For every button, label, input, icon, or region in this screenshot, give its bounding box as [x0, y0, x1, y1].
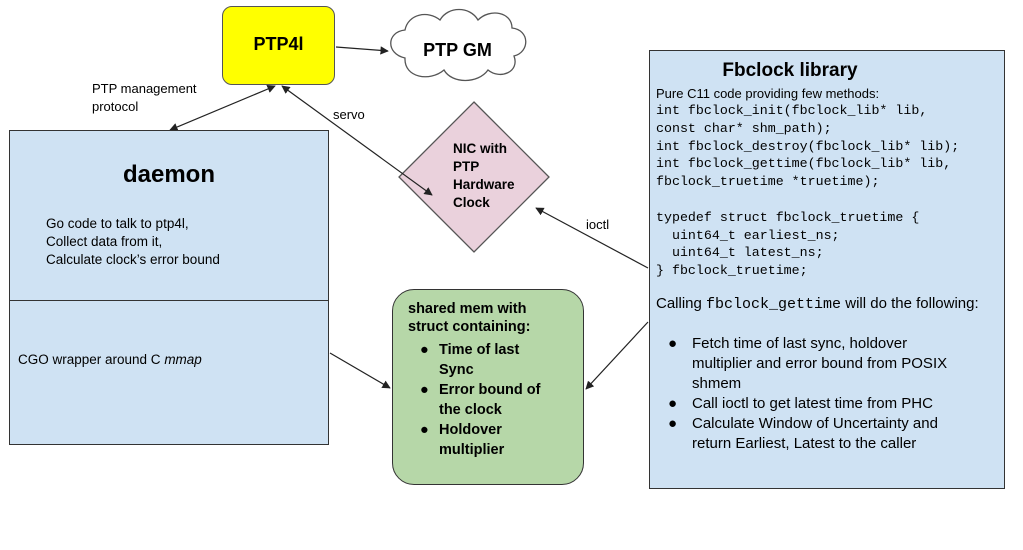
shared-mem-item-line: Error bound of — [439, 382, 541, 398]
ptp4l-label: PTP4l — [253, 34, 304, 54]
fbclock-box — [649, 50, 1005, 489]
shared-mem-item-line: the clock — [439, 402, 502, 418]
daemon-line: Go code to talk to ptp4l, — [46, 216, 189, 231]
ptp-management-label-line1: PTP management — [92, 81, 197, 96]
nic-line: Hardware — [453, 177, 515, 192]
bullet-icon: ● — [420, 422, 429, 438]
arrow-fbclock-ioctl-nic — [535, 207, 649, 269]
daemon-title: daemon — [122, 161, 215, 188]
daemon-description: Go code to talk to ptp4l, Collect data f… — [46, 215, 220, 269]
shared-mem-item-line: Holdover — [439, 422, 502, 438]
fbclock-step: ● Calculate Window of Uncertainty and re… — [656, 414, 1001, 454]
fbclock-subtitle: Pure C11 code providing few methods: — [656, 86, 880, 101]
shared-mem-item: ● Time of last Sync — [408, 340, 541, 380]
fbclock-step: ● Fetch time of last sync, holdover mult… — [656, 334, 1001, 394]
fbclock-calling: Calling fbclock_gettime will do the foll… — [656, 294, 996, 315]
daemon-box — [9, 130, 329, 301]
arrow-daemon-to-shm — [329, 352, 391, 389]
calling-prefix: Calling — [656, 295, 707, 312]
fbclock-step-line: return Earliest, Latest to the caller — [692, 435, 917, 452]
nic-line: NIC with — [453, 141, 507, 156]
nic-line: PTP — [453, 159, 480, 174]
nic-line: Clock — [453, 195, 490, 210]
fbclock-step-line: shmem — [692, 375, 742, 392]
fbclock-title: Fbclock library — [722, 60, 858, 81]
shared-mem-title-line: shared mem with — [408, 301, 527, 317]
arrow-ptp4l-to-gm — [335, 46, 389, 55]
cgo-mmap: mmap — [164, 352, 202, 367]
ioctl-label: ioctl — [586, 217, 610, 232]
shared-mem-title-line: struct containing: — [408, 319, 531, 335]
cgo-text: CGO wrapper around C — [18, 352, 165, 367]
daemon-line: Calculate clock’s error bound — [46, 252, 220, 267]
bullet-icon: ● — [420, 342, 429, 358]
fbclock-step-line: Calculate Window of Uncertainty and — [692, 415, 938, 432]
servo-label: servo — [333, 107, 365, 122]
shared-mem-item-line: Time of last — [439, 342, 520, 358]
bullet-icon: ● — [420, 382, 429, 398]
nic-label: NIC with PTP Hardware Clock — [453, 140, 515, 212]
bullet-icon: ● — [668, 335, 678, 352]
shared-mem-item-line: multiplier — [439, 442, 505, 458]
cgo-wrapper-label: CGO wrapper around C mmap — [18, 352, 202, 367]
fbclock-steps: ● Fetch time of last sync, holdover mult… — [656, 334, 1001, 454]
ptp-management-label-line2: protocol — [92, 99, 139, 114]
bullet-icon: ● — [668, 415, 678, 432]
arrow-fbclock-to-shm — [585, 321, 649, 390]
fbclock-step-line: Fetch time of last sync, holdover — [692, 335, 908, 352]
shared-mem-title: shared mem with struct containing: — [408, 300, 530, 336]
ptp-gm-cloud — [390, 8, 527, 82]
shared-mem-item-line: Sync — [439, 362, 474, 378]
ptp-gm-label: PTP GM — [423, 40, 492, 60]
shared-mem-box — [392, 289, 584, 485]
shared-mem-list: ● Time of last Sync ● Error bound of the… — [408, 340, 541, 460]
fbclock-step: ● Call ioctl to get latest time from PHC — [656, 394, 1001, 414]
calling-code: fbclock_gettime — [706, 296, 842, 313]
shared-mem-item: ● Error bound of the clock — [408, 380, 541, 420]
shared-mem-item: ● Holdover multiplier — [408, 420, 541, 460]
arrow-ptp4l-daemon — [169, 85, 276, 131]
fbclock-step-line: Call ioctl to get latest time from PHC — [692, 395, 933, 412]
fbclock-step-line: multiplier and error bound from POSIX — [692, 355, 948, 372]
daemon-line: Collect data from it, — [46, 234, 163, 249]
fbclock-code: int fbclock_init(fbclock_lib* lib, const… — [656, 103, 960, 279]
bullet-icon: ● — [668, 395, 678, 412]
arrow-ptp4l-servo-nic — [281, 85, 433, 196]
cgo-wrapper-box — [9, 300, 329, 445]
calling-suffix: will do the following: — [841, 295, 979, 312]
ptp4l-box — [222, 6, 335, 85]
